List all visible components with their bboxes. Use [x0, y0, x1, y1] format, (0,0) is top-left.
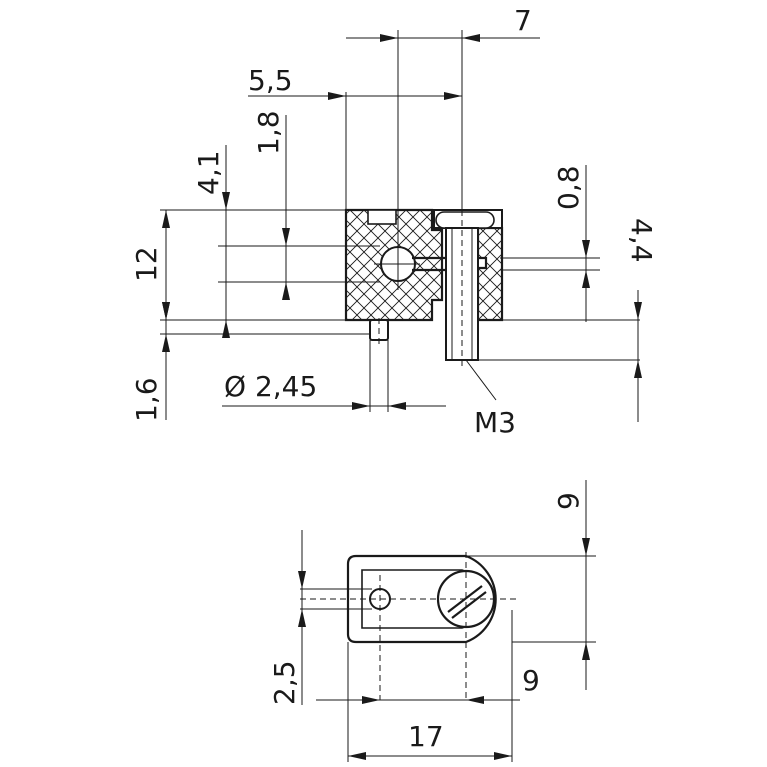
dim-17: 17 — [348, 720, 512, 760]
dim-5-5: 5,5 — [248, 64, 462, 100]
dim-pin-diameter: Ø 2,45 — [222, 370, 446, 410]
dim-4-1: 4,1 — [192, 145, 230, 338]
top-slot — [367, 209, 397, 225]
dim-1-6: 1,6 — [130, 300, 170, 422]
dim-4-1-label: 4,1 — [192, 150, 225, 195]
dim-2-5-label: 2,5 — [268, 660, 301, 705]
side-view — [344, 200, 504, 368]
dim-7: 7 — [346, 4, 540, 42]
dim-0-8-label: 0,8 — [552, 165, 585, 210]
dim-9-bottom: 9 — [316, 664, 540, 704]
dim-17-label: 17 — [408, 720, 444, 753]
dim-9-top-label: 9 — [552, 492, 585, 510]
dim-1-6-label: 1,6 — [130, 377, 163, 422]
dim-9-top: 9 — [552, 480, 590, 690]
top-view — [300, 552, 520, 700]
dim-0-8: 0,8 — [552, 165, 590, 322]
dim-pin-label: Ø 2,45 — [224, 370, 317, 403]
dim-12-label: 12 — [130, 246, 163, 282]
dim-9-bottom-label: 9 — [522, 664, 540, 697]
dim-1-8: 1,8 — [252, 110, 290, 300]
dim-1-8-label: 1,8 — [252, 110, 285, 155]
m3-callout: M3 — [465, 359, 516, 439]
dim-4-4: 4,4 — [625, 218, 658, 422]
top-extension-lines — [300, 555, 596, 762]
dim-2-5: 2,5 — [268, 530, 306, 705]
dim-5-5-label: 5,5 — [248, 64, 293, 97]
dim-7-label: 7 — [514, 4, 532, 37]
screw-slot-b — [451, 591, 487, 619]
side-extension-lines — [160, 30, 640, 412]
thread-label: M3 — [474, 406, 516, 439]
dim-4-4-label: 4,4 — [625, 218, 658, 263]
body-section-right — [476, 226, 504, 322]
screw-head-cap — [435, 211, 495, 229]
